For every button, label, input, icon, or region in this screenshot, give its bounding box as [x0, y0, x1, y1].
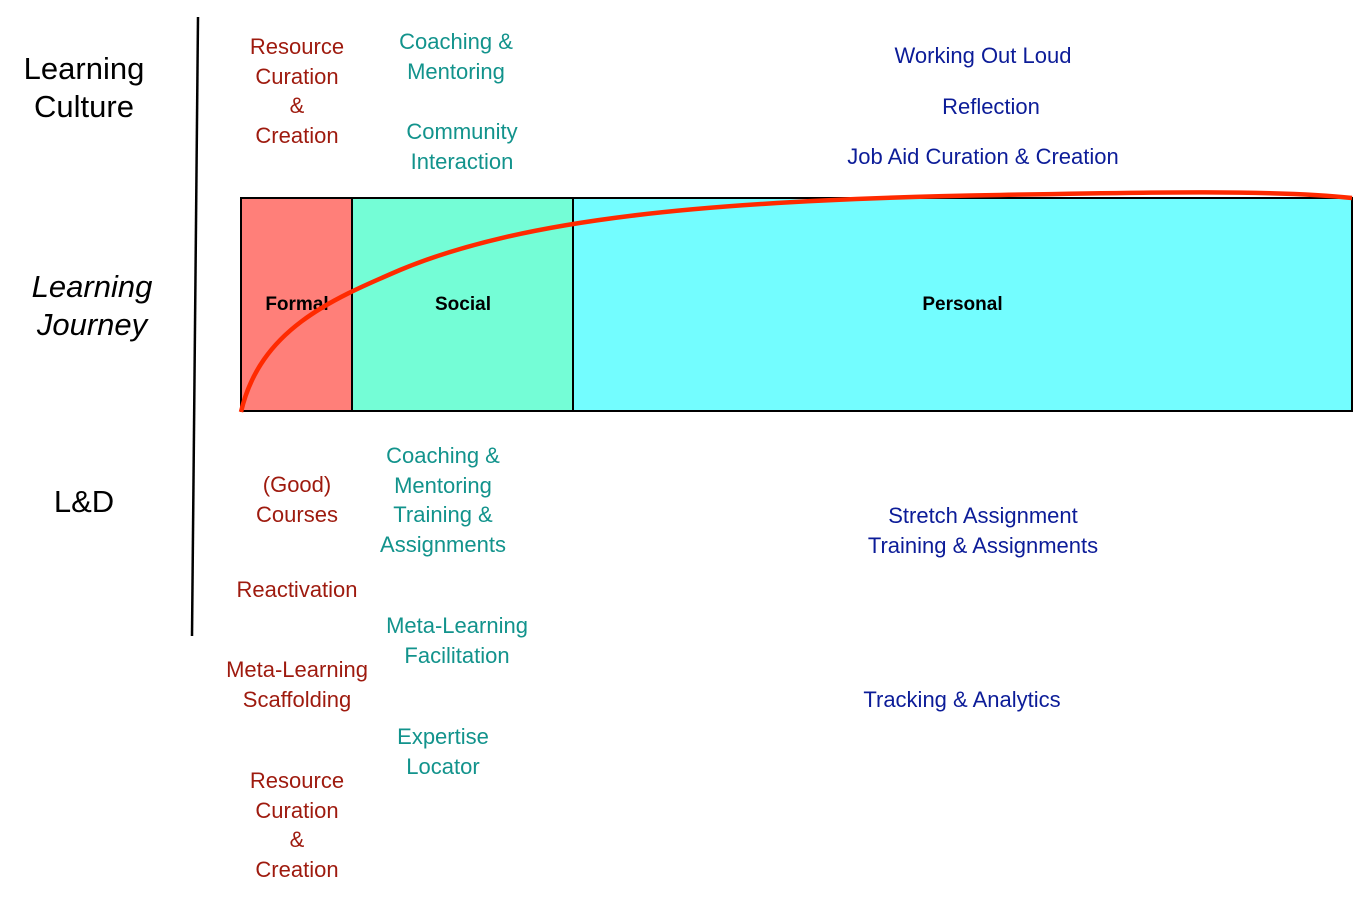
- ld-formal-item: (Good) Courses: [256, 472, 338, 527]
- culture-personal-item: Reflection: [942, 94, 1040, 119]
- culture-social-item: Coaching & Mentoring: [399, 29, 513, 84]
- culture-social-item: Community Interaction: [406, 119, 518, 174]
- stage-personal-label: Personal: [922, 293, 1003, 315]
- stage-social: Social: [351, 197, 575, 412]
- culture-personal-item: Working Out Loud: [894, 43, 1072, 68]
- ld-formal-item: Reactivation: [236, 577, 358, 602]
- row-label-ld: L&D: [53, 484, 115, 519]
- ld-social-item: Expertise Locator: [397, 724, 489, 779]
- stage-personal: Personal: [572, 197, 1353, 412]
- ld-personal-item: Stretch Assignment Training & Assignment…: [867, 503, 1099, 558]
- ld-formal-item: Meta-Learning Scaffolding: [226, 657, 368, 712]
- ld-social-item: Meta-Learning Facilitation: [386, 613, 528, 668]
- learning-curve: [238, 190, 1353, 413]
- ld-personal-item: Tracking & Analytics: [863, 687, 1061, 712]
- stage-social-label: Social: [435, 293, 491, 315]
- culture-formal-item: Resource Curation & Creation: [249, 34, 345, 148]
- culture-personal-item: Job Aid Curation & Creation: [847, 144, 1119, 169]
- row-divider-line: [190, 16, 200, 637]
- row-label-culture: Learning Culture: [23, 51, 145, 124]
- stage-formal: Formal: [240, 197, 354, 412]
- row-label-journey: Learning Journey: [31, 269, 153, 342]
- ld-formal-item: Resource Curation & Creation: [249, 768, 345, 882]
- stage-formal-label: Formal: [265, 293, 329, 315]
- ld-social-item: Coaching & Mentoring Training & Assignme…: [380, 443, 506, 557]
